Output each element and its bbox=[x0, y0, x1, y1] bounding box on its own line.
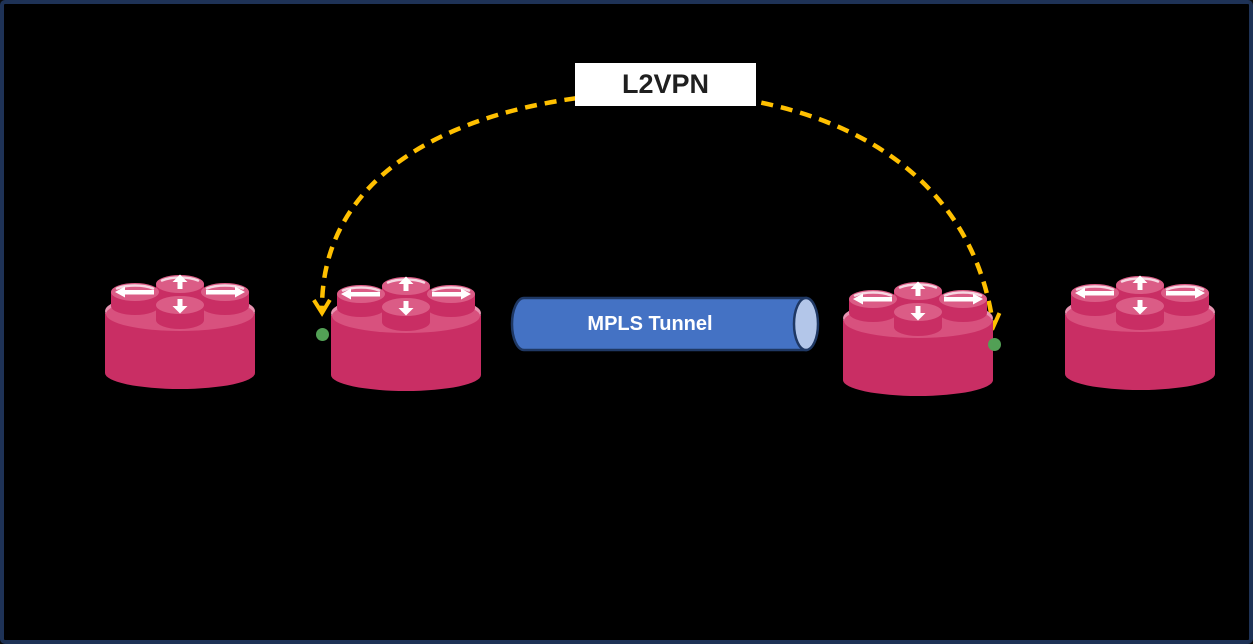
mpls-tunnel-label: MPLS Tunnel bbox=[587, 312, 713, 335]
router-icon-3 bbox=[840, 278, 996, 400]
l2vpn-arc-left bbox=[312, 89, 657, 317]
router-icon-4 bbox=[1062, 272, 1218, 394]
l2vpn-label: L2VPN bbox=[575, 63, 756, 106]
l2vpn-arc-layer bbox=[312, 89, 1002, 331]
endpoint-dot-right bbox=[988, 338, 1001, 351]
legend bbox=[4, 544, 264, 634]
router-icon-2 bbox=[328, 273, 484, 395]
endpoint-dot-left bbox=[316, 328, 329, 341]
l2vpn-arc-right bbox=[661, 89, 1002, 331]
mpls-tunnel-cylinder bbox=[504, 295, 820, 353]
router-icon-1 bbox=[102, 271, 258, 393]
